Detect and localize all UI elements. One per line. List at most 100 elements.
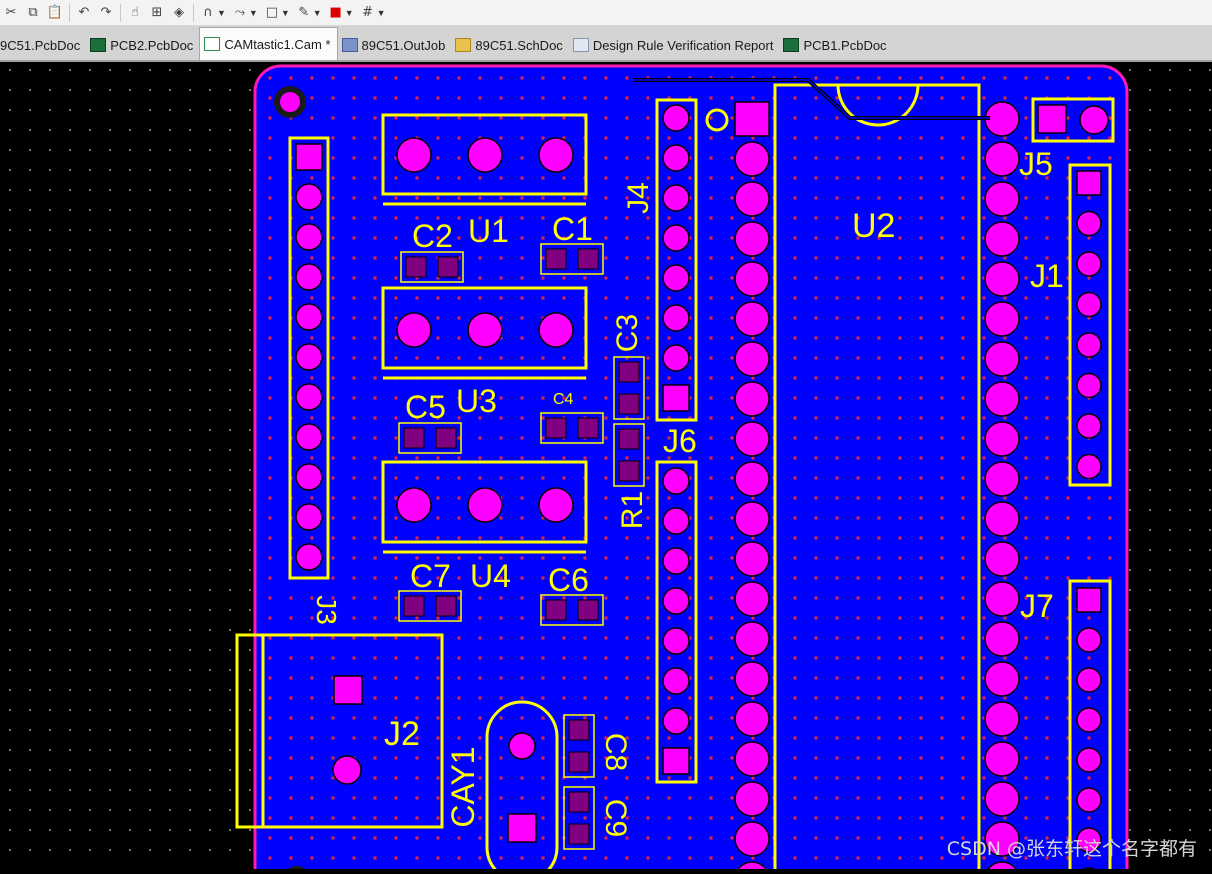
- grid-icon[interactable]: #: [362, 5, 374, 20]
- j2-silkscreen: [235, 633, 444, 829]
- j2-pad: [333, 675, 363, 705]
- label-j2: J2: [384, 715, 420, 753]
- mounting-hole: [274, 86, 306, 118]
- smd-outline: [540, 594, 604, 626]
- u2-pad: [984, 421, 1020, 457]
- toolbar-separator: [193, 3, 194, 22]
- j1-pad: [1076, 291, 1102, 318]
- j2-pad: [332, 755, 362, 785]
- chevron-down-icon[interactable]: ▼: [344, 7, 354, 18]
- undo-icon[interactable]: ↶: [78, 5, 90, 20]
- chevron-down-icon[interactable]: ▼: [217, 7, 226, 18]
- redo-icon[interactable]: ↷: [100, 5, 112, 20]
- u2-pad: [734, 661, 770, 697]
- label-j5: J5: [1019, 146, 1053, 182]
- paste-icon[interactable]: 📋: [46, 5, 64, 20]
- j7-pad: [1076, 827, 1102, 853]
- tab-drc-report[interactable]: Design Rule Verification Report: [569, 30, 780, 60]
- u2-pad: [734, 621, 770, 657]
- j7-pads: [1076, 587, 1102, 874]
- cut-icon[interactable]: ✂: [5, 5, 17, 20]
- smd-pad: [403, 427, 425, 449]
- u2-pad: [734, 461, 770, 497]
- u2-pad: [984, 581, 1020, 617]
- smd-pad: [545, 599, 567, 621]
- smd-outline: [540, 243, 604, 275]
- j3-pad: [295, 223, 323, 251]
- u2-pad: [984, 381, 1020, 417]
- tab-pcb1[interactable]: PCB1.PcbDoc: [779, 30, 892, 60]
- u2-pads: [734, 101, 1020, 874]
- j7-pad: [1076, 787, 1102, 813]
- pcb-view[interactable]: J3 U1 C2 C1 U3 C5 C4 U4 C7: [0, 62, 1212, 874]
- rectangle-icon[interactable]: □: [265, 5, 278, 20]
- label-c2: C2: [412, 218, 453, 254]
- label-u1: U1: [468, 213, 509, 249]
- j4-silkscreen: [655, 98, 698, 422]
- label-j3: J3: [311, 595, 342, 625]
- label-c8: C8: [599, 733, 632, 771]
- paint-icon[interactable]: ✎: [298, 5, 310, 20]
- smd-pad: [577, 417, 599, 439]
- label-j7: J7: [1020, 588, 1054, 624]
- tab-label: PCB1.PcbDoc: [803, 37, 887, 53]
- copy-icon[interactable]: ⧉: [28, 5, 38, 20]
- smd-pad: [568, 791, 590, 813]
- u2-pad: [734, 221, 770, 257]
- chevron-down-icon[interactable]: ▼: [248, 7, 258, 18]
- label-j4: J4: [622, 182, 655, 214]
- chevron-down-icon[interactable]: ▼: [280, 7, 290, 18]
- j6-pad: [662, 627, 690, 655]
- grid-select-icon[interactable]: ⊞: [151, 5, 163, 20]
- chevron-down-icon[interactable]: ▼: [312, 7, 322, 18]
- chevron-down-icon[interactable]: ▼: [376, 7, 386, 18]
- j4-pad: [662, 224, 690, 252]
- tab-9c51-pcbdoc[interactable]: 9C51.PcbDoc: [0, 30, 86, 60]
- j3-pad: [295, 383, 323, 411]
- smd-outline: [398, 422, 462, 454]
- route-icon[interactable]: ◈: [174, 5, 184, 20]
- u2-pad: [734, 261, 770, 297]
- u2-pad: [984, 741, 1020, 777]
- tab-schdoc[interactable]: 89C51.SchDoc: [451, 30, 568, 60]
- j1-pad: [1076, 251, 1102, 277]
- tab-outjob[interactable]: 89C51.OutJob: [338, 30, 452, 60]
- smd-capacitors: [398, 243, 645, 850]
- smd-pad: [403, 595, 425, 617]
- j4-pad: [662, 304, 690, 332]
- j3-pads: [295, 143, 323, 571]
- tab-camtastic1[interactable]: CAMtastic1.Cam *: [199, 27, 338, 60]
- wire-icon[interactable]: ⤳: [234, 5, 246, 20]
- j4-pad: [662, 144, 690, 172]
- label-c7: C7: [410, 558, 451, 594]
- j5-silkscreen: [1031, 97, 1115, 143]
- u2-pad: [984, 261, 1020, 297]
- j3-pad: [295, 543, 323, 571]
- label-u3: U3: [456, 383, 497, 419]
- smd-pad: [437, 256, 459, 278]
- label-c1: C1: [552, 211, 593, 247]
- select-icon[interactable]: ☝: [131, 5, 139, 20]
- smd-pad: [545, 248, 567, 270]
- j3-pad: [295, 303, 323, 331]
- u1-pads: [396, 137, 574, 173]
- j3-pad: [295, 183, 323, 211]
- smd-pad: [435, 427, 457, 449]
- smd-pad: [568, 823, 590, 845]
- tab-pcb2[interactable]: PCB2.PcbDoc: [86, 30, 199, 60]
- u2-pad: [984, 221, 1020, 257]
- j4-pad: [662, 344, 690, 372]
- color-icon[interactable]: ■: [329, 5, 342, 20]
- j6-pad: [662, 707, 690, 735]
- smd-pad: [618, 428, 640, 450]
- j3-pad: [295, 463, 323, 491]
- j3-pad: [295, 343, 323, 371]
- u2-pad: [984, 701, 1020, 737]
- j7-pad: [1076, 587, 1102, 613]
- arc-icon[interactable]: ∩: [203, 5, 213, 20]
- pcb-doc-icon: [783, 38, 800, 52]
- cam-canvas[interactable]: J3 U1 C2 C1 U3 C5 C4 U4 C7: [0, 62, 1212, 874]
- u2-pad: [984, 181, 1020, 217]
- u2-pad: [734, 741, 770, 777]
- j4-pad: [662, 264, 690, 292]
